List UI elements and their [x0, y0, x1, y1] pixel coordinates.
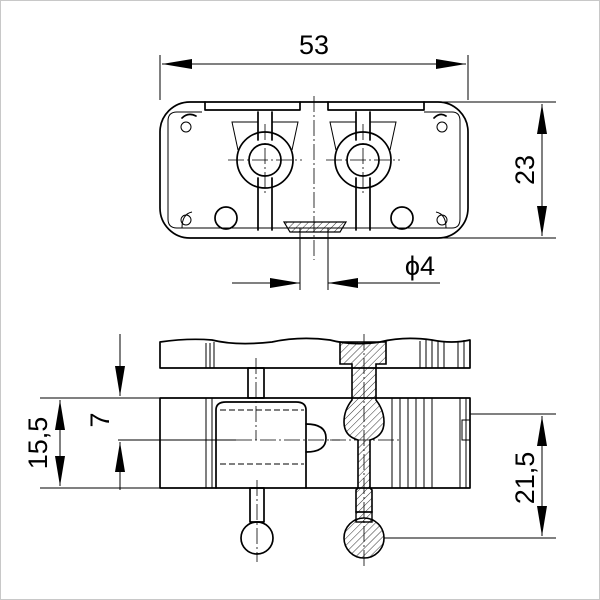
dimension-hole-diameter [232, 228, 440, 290]
width-label: 53 [299, 30, 329, 60]
dimension-width [159, 55, 469, 100]
top-view-profile [159, 96, 469, 260]
dimension-height [432, 101, 556, 239]
dimension-side-height [40, 397, 160, 489]
dimension-pin [115, 334, 236, 490]
height-label: 23 [510, 155, 540, 185]
pin-label: 7 [85, 412, 115, 427]
side-height-label: 15,5 [23, 417, 53, 470]
hole-diameter-label: ϕ4 [405, 251, 435, 281]
side-view [159, 334, 471, 566]
side-length-label: 21,5 [510, 452, 540, 505]
dimension-side-length [384, 413, 556, 539]
